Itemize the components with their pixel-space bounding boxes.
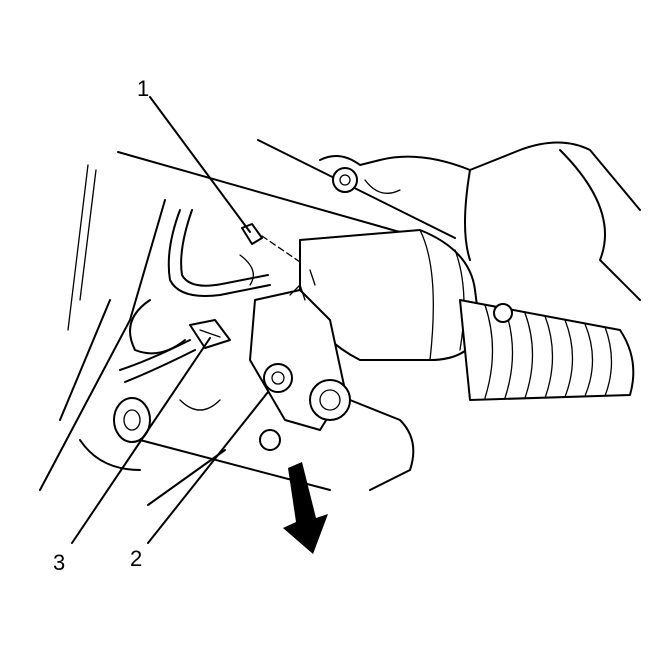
leader-line-2 — [147, 391, 269, 544]
fastener-bolt — [241, 223, 301, 263]
leader-lines — [71, 96, 269, 544]
callout-label-1: 1 — [137, 76, 150, 101]
frame-beam — [39, 139, 456, 506]
sensor-assembly — [249, 269, 415, 491]
corrugated-boot — [459, 299, 635, 401]
upper-housing — [319, 141, 641, 301]
electrical-connector — [189, 319, 231, 349]
callout-label-3: 3 — [53, 550, 66, 575]
leader-line-1 — [149, 96, 251, 233]
direction-arrow — [283, 462, 328, 554]
callout-label-2: 2 — [130, 546, 143, 571]
leader-line-3 — [71, 337, 211, 544]
wiring-harness — [119, 209, 271, 383]
lower-mount — [79, 397, 281, 471]
